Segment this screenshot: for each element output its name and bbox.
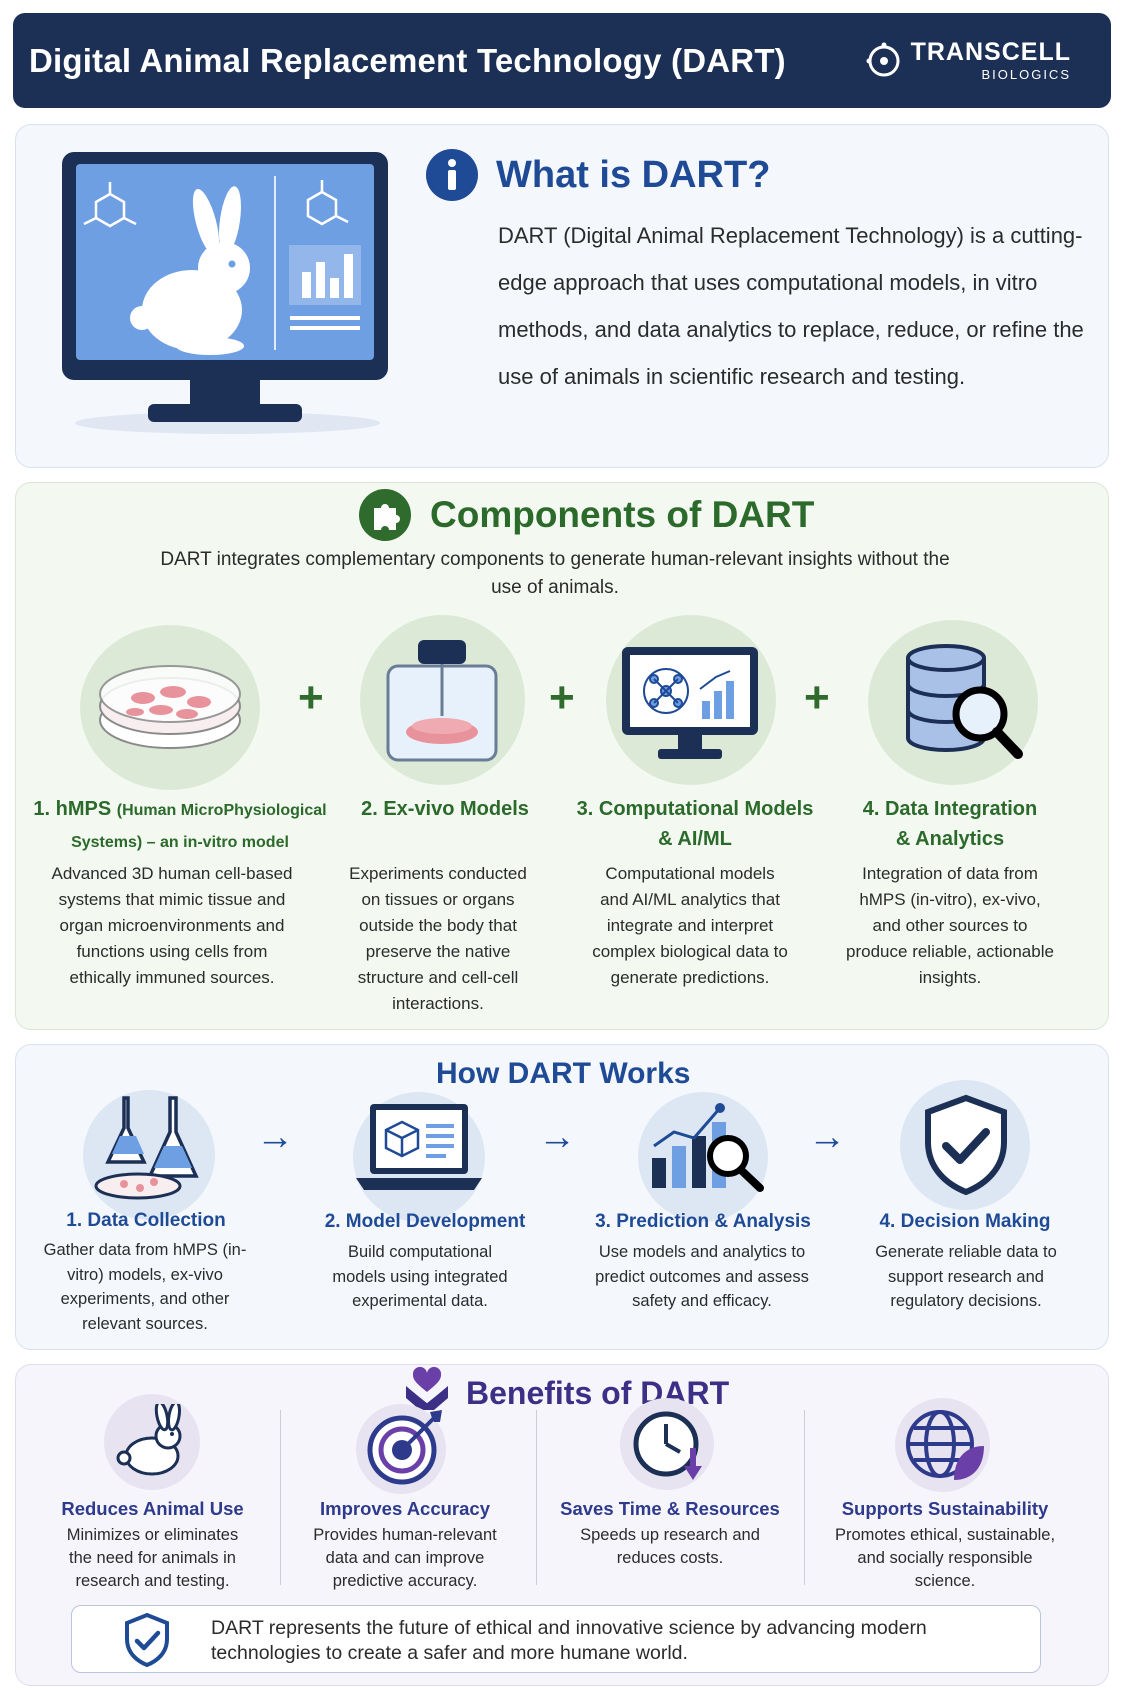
divider-2 [536,1410,537,1585]
how-title: How DART Works [436,1057,691,1090]
monitor-rabbit-icon [62,152,388,422]
step-title-2: 2. Model Development [324,1211,526,1232]
heart-hands-icon [406,1366,448,1410]
benefit-title-4: Supports Sustainability [841,1498,1049,1519]
header-bar: Digital Animal Replacement Technology (D… [13,13,1111,108]
benefit-title-1: Reduces Animal Use [61,1498,244,1519]
component-title-1-a: 1. hMPS [33,798,112,820]
flask-icon [94,1096,199,1200]
benefit-desc-4: Promotes ethical, sustainable, and socia… [834,1526,1056,1590]
database-search-icon [906,644,1023,759]
component-title-4: 4. Data Integration & Analytics [835,794,1065,854]
component-title-4-a: 4. Data Integration [862,798,1038,820]
benefit-desc-1: Minimizes or eliminates the need for ani… [66,1526,239,1590]
component-title-3-a: 3. Computational Models [576,798,814,820]
chart-magnifier-icon [652,1103,764,1192]
step-desc-4: Generate reliable data to support resear… [875,1243,1057,1310]
step-desc-1: Gather data from hMPS (in-vitro) models,… [43,1241,247,1333]
info-icon [426,149,478,201]
step-title-3: 3. Prediction & Analysis [595,1211,811,1232]
benefit-desc-2: Provides human-relevant data and can imp… [313,1526,497,1590]
logo-name: TRANSCELL [910,37,1071,66]
step-desc-2: Build computational models using integra… [332,1243,508,1310]
rabbit-icon [116,1404,182,1476]
clock-arrow-icon [633,1411,702,1480]
divider-3 [804,1410,805,1585]
component-desc-1: Advanced 3D human cell-based systems tha… [51,864,293,987]
footer-text: DART represents the future of ethical an… [211,1617,927,1664]
what-title: What is DART? [496,154,771,196]
plus-3: + [804,673,830,722]
petri-dish-icon [99,665,241,749]
component-title-4-b: & Analytics [895,828,1005,850]
page-title: Digital Animal Replacement Technology (D… [29,41,786,79]
logo-sub: BIOLOGICS [981,66,1071,82]
benefit-title-2: Improves Accuracy [319,1498,490,1519]
components-intro: DART integrates complementary components… [160,549,950,598]
components-title: Components of DART [430,494,815,535]
arrow-3: → [808,1116,846,1158]
component-title-2-a: 2. Ex-vivo Models [361,798,529,820]
divider-1 [280,1410,281,1585]
company-logo: TRANSCELL BIOLOGICS [863,37,1071,82]
shield-check-icon [125,1612,169,1668]
arrow-1: → [256,1116,294,1158]
component-title-3: 3. Computational Models & AI/ML [570,794,820,854]
footer-callout [71,1605,1041,1673]
target-icon [367,1410,442,1485]
component-title-3-b: & AI/ML [658,828,732,850]
benefit-desc-3: Speeds up research and reduces costs. [580,1526,760,1567]
logo-mark-icon [866,42,900,76]
globe-leaf-icon [906,1410,984,1480]
shield-check-icon [925,1094,1007,1196]
arrow-2: → [538,1116,576,1158]
component-title-1-c: Systems) – an in-vitro model [71,834,289,851]
component-desc-4: Integration of data from hMPS (in-vitro)… [846,864,1054,987]
step-desc-3: Use models and analytics to predict outc… [595,1243,809,1310]
component-title-1-b: (Human MicroPhysiological [116,802,327,819]
plus-2: + [549,673,575,722]
component-title-2: 2. Ex-vivo Models [340,794,550,824]
plus-1: + [298,673,324,722]
puzzle-icon [359,489,411,541]
ai-monitor-icon [622,647,758,759]
what-body: DART (Digital Animal Replacement Technol… [498,223,1084,389]
benefit-title-3: Saves Time & Resources [560,1498,780,1519]
step-title-4: 4. Decision Making [879,1211,1051,1232]
component-desc-3: Computational models and AI/ML analytics… [592,864,788,987]
laptop-cube-icon [356,1104,482,1190]
step-title-1: 1. Data Collection [66,1210,226,1231]
tissue-jar-icon [386,640,498,762]
component-title-1: 1. hMPS (Human MicroPhysiological System… [30,794,330,858]
component-desc-2: Experiments conducted on tissues or orga… [349,864,527,1013]
